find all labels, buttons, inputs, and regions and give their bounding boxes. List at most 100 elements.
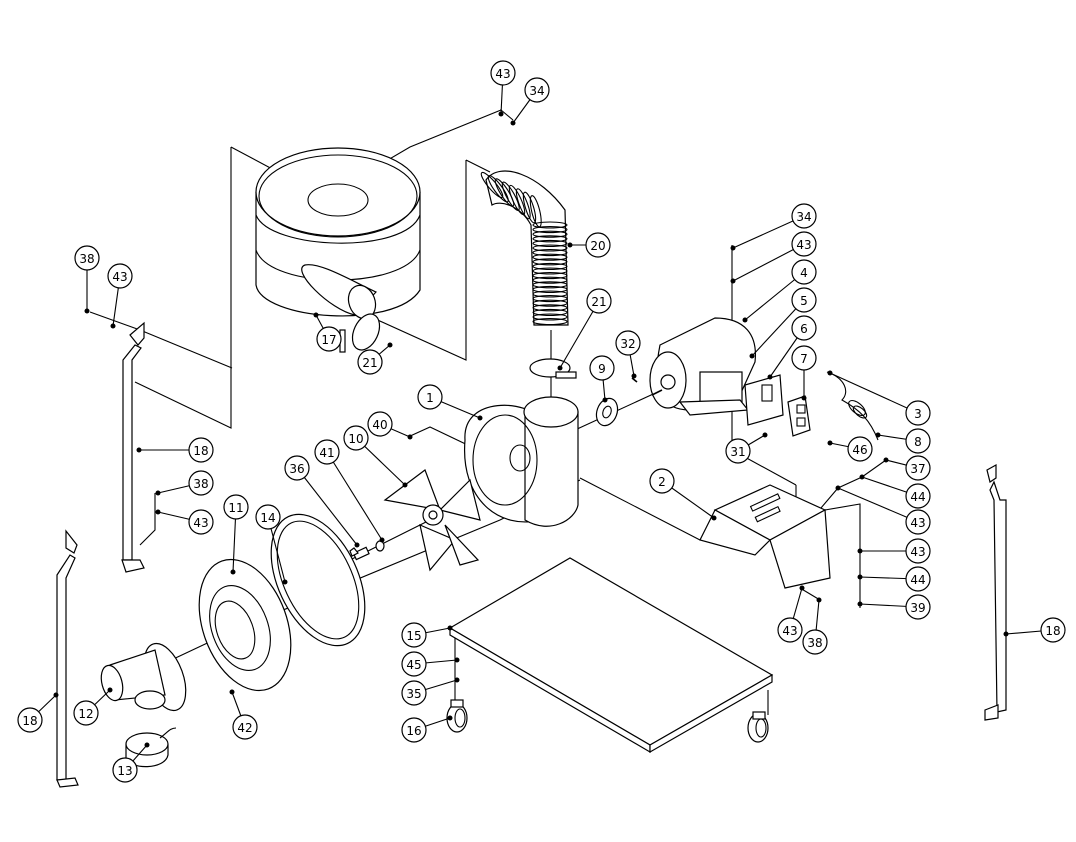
callout-circle	[357, 349, 383, 375]
callout-label: 2	[658, 475, 666, 489]
washer-41	[375, 540, 385, 552]
callout-38: 38	[802, 629, 828, 655]
impeller	[383, 469, 481, 572]
blower-housing	[464, 396, 579, 527]
hose-rib	[487, 175, 509, 203]
power-cord	[826, 371, 879, 441]
support-leg-lower-left	[56, 529, 79, 788]
callout-5: 5	[791, 287, 817, 313]
callout-3: 3	[905, 400, 931, 426]
hose-rib	[532, 299, 568, 307]
callout-circle	[802, 629, 828, 655]
junction-box-cover	[744, 374, 784, 426]
callout-label: 15	[406, 629, 421, 643]
callout-label: 38	[79, 252, 94, 266]
hose-rib	[532, 281, 568, 289]
callout-17: 17	[316, 326, 342, 352]
hose-rib	[532, 318, 568, 326]
callout-circle	[1040, 617, 1066, 643]
callout-label: 9	[598, 362, 606, 376]
callout-circle	[401, 651, 427, 677]
callout-35: 35	[401, 680, 427, 706]
inlet-adapter	[100, 642, 187, 712]
callout-18: 18	[17, 707, 43, 733]
hose-rib	[532, 239, 568, 247]
callout-18: 18	[1040, 617, 1066, 643]
callout-circle	[791, 203, 817, 229]
callout-circle	[791, 231, 817, 257]
hose-rib	[532, 290, 568, 298]
callout-circle	[232, 714, 258, 740]
callout-20: 20	[585, 232, 611, 258]
callout-label: 6	[800, 322, 808, 336]
leader-line	[732, 215, 805, 249]
callout-circle	[73, 700, 99, 726]
callout-38: 38	[188, 470, 214, 496]
callout-11: 11	[223, 494, 249, 520]
hose-rib	[532, 221, 568, 229]
inlet-plate	[198, 558, 292, 692]
callout-label: 18	[193, 444, 208, 458]
callout-label: 45	[406, 658, 421, 672]
callout-circle	[905, 594, 931, 620]
callout-34: 34	[524, 77, 550, 103]
callout-40: 40	[367, 411, 393, 437]
inlet-gasket	[270, 513, 366, 647]
callout-label: 31	[730, 445, 745, 459]
caster-right	[747, 711, 769, 743]
callout-label: 1	[426, 391, 434, 405]
callout-16: 16	[401, 717, 427, 743]
callout-label: 21	[362, 356, 377, 370]
callout-label: 8	[914, 435, 922, 449]
callout-label: 5	[800, 294, 808, 308]
callout-circle	[17, 707, 43, 733]
callout-circle	[314, 439, 340, 465]
callout-circle	[107, 263, 133, 289]
filter-drum	[255, 147, 421, 320]
callout-label: 42	[237, 721, 252, 735]
callout-12: 12	[73, 700, 99, 726]
hose-rib	[532, 276, 568, 284]
leader-line	[751, 299, 805, 357]
callout-circle	[585, 232, 611, 258]
callout-circle	[589, 355, 615, 381]
callout-circle	[316, 326, 342, 352]
hose-rib	[532, 267, 568, 275]
hose-rib	[532, 285, 568, 293]
callout-label: 13	[117, 764, 132, 778]
hose-clamp-lower	[529, 358, 577, 379]
callout-circle	[188, 470, 214, 496]
callout-label: 21	[591, 295, 606, 309]
callout-15: 15	[401, 622, 427, 648]
callout-10: 10	[343, 425, 369, 451]
hose-rib	[522, 191, 537, 224]
callout-circle	[791, 345, 817, 371]
bolt-36	[349, 546, 370, 561]
callout-label: 34	[796, 210, 811, 224]
motor-mount-bracket	[699, 484, 831, 589]
callout-label: 7	[800, 352, 808, 366]
callout-circle	[791, 315, 817, 341]
leader-line	[559, 300, 600, 369]
callout-circle	[905, 483, 931, 509]
callout-4: 4	[791, 259, 817, 285]
hose-rib	[494, 178, 515, 207]
callout-label: 37	[910, 462, 925, 476]
callout-circle	[112, 757, 138, 783]
callout-44: 44	[905, 483, 931, 509]
callout-8: 8	[905, 428, 931, 454]
callout-circle	[905, 455, 931, 481]
callout-circle	[74, 245, 100, 271]
callout-label: 43	[910, 545, 925, 559]
callout-7: 7	[791, 345, 817, 371]
motor	[649, 317, 757, 416]
callout-circle	[188, 437, 214, 463]
callout-label: 34	[529, 84, 544, 98]
callout-circle	[223, 494, 249, 520]
callout-circle	[284, 455, 310, 481]
caster-left	[446, 699, 468, 733]
switch	[787, 395, 811, 437]
callout-circle	[791, 287, 817, 313]
callout-label: 20	[590, 239, 605, 253]
callout-label: 4	[800, 266, 808, 280]
